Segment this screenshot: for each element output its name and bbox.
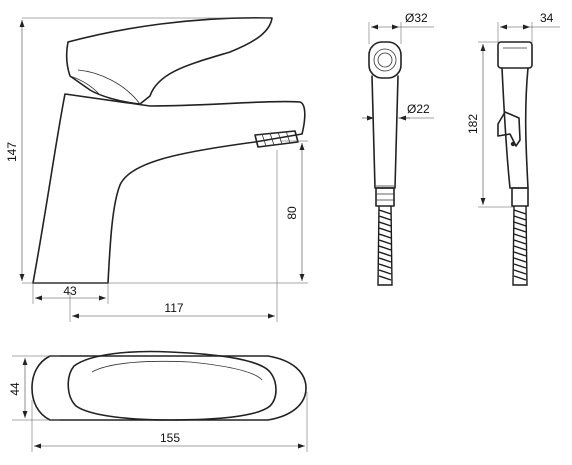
faucet-side-view <box>32 16 306 284</box>
dimension-label-80: 80 <box>285 206 299 220</box>
sprayer-nozzle <box>373 48 397 72</box>
handle-base-curve <box>69 75 101 96</box>
dimension-label-d32: Ø32 <box>405 11 428 25</box>
sprayer-handle <box>371 75 399 189</box>
sprayer-head <box>368 41 402 79</box>
hand-sprayer <box>368 41 402 286</box>
dimension-label-182: 182 <box>466 114 480 134</box>
holder-hose-winding <box>513 209 527 281</box>
faucet-top-view <box>31 350 307 421</box>
sprayer-hose <box>377 205 393 286</box>
dimension-label-d22: Ø22 <box>407 102 430 116</box>
dimension-label-155: 155 <box>160 431 180 445</box>
dimension-label-43: 43 <box>63 284 77 298</box>
faucet-handle <box>65 16 273 105</box>
holder-trigger-pivot <box>510 141 516 147</box>
holder-hose <box>512 205 528 286</box>
dimension-label-34: 34 <box>540 11 554 25</box>
aerator-ridge <box>261 133 267 147</box>
top-view-handle <box>67 350 277 421</box>
sprayer-holder-side-view <box>497 41 533 286</box>
handle-seam <box>77 69 141 105</box>
holder-trigger <box>497 111 521 147</box>
faucet-aerator <box>254 130 299 148</box>
faucet-body-outline <box>32 93 306 284</box>
top-view-body-outline <box>31 355 307 421</box>
dimension-label-147: 147 <box>5 142 19 162</box>
holder-bracket <box>497 41 533 69</box>
top-view-handle-inner <box>91 360 263 381</box>
dimension-label-44: 44 <box>8 382 22 396</box>
aerator-ridge <box>269 132 275 146</box>
sprayer-hose-connector <box>375 187 395 207</box>
holder-hose-connector <box>511 187 529 207</box>
dimension-label-117: 117 <box>164 301 183 315</box>
sprayer-hose-winding <box>378 209 392 281</box>
aerator-ridge <box>277 131 283 145</box>
holder-sprayer-body <box>501 67 529 189</box>
sprayer-nozzle-inner <box>377 52 393 68</box>
